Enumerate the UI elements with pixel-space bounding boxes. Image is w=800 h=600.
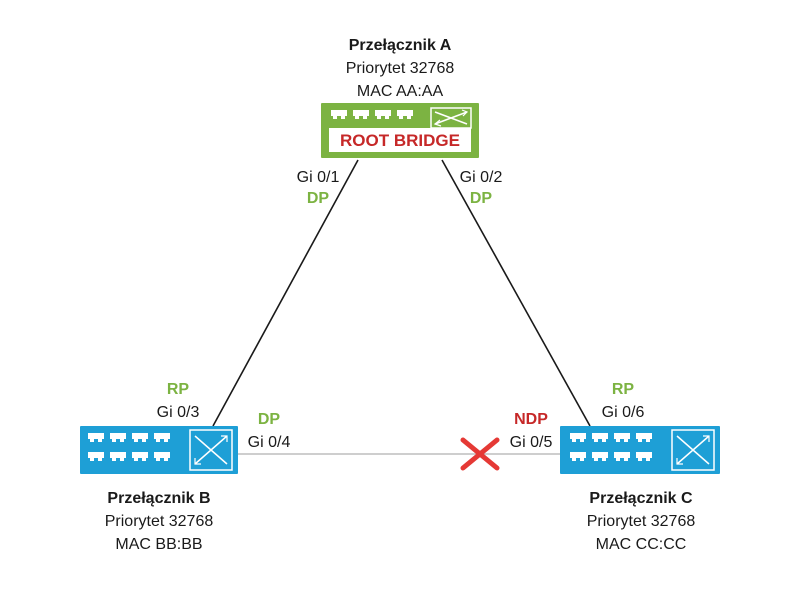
switch-b[interactable] <box>80 426 238 474</box>
link-a-c <box>441 159 591 427</box>
port-a-gi01-name: Gi 0/1 <box>297 169 340 186</box>
switch-b-mac: MAC BB:BB <box>115 536 202 553</box>
port-c-gi05-name: Gi 0/5 <box>510 434 553 451</box>
switch-a[interactable]: ROOT BRIDGE <box>321 103 479 158</box>
switch-c[interactable] <box>560 426 720 474</box>
port-b-gi04-name: Gi 0/4 <box>248 434 291 451</box>
root-bridge-badge: ROOT BRIDGE <box>340 131 460 150</box>
switch-a-name: Przełącznik A <box>349 37 452 54</box>
switch-b-name: Przełącznik B <box>107 490 210 507</box>
switch-c-priority: Priorytet 32768 <box>587 513 696 530</box>
port-a-gi02-role: DP <box>470 190 493 207</box>
blocked-x-icon <box>460 437 500 471</box>
switch-b-priority: Priorytet 32768 <box>105 513 214 530</box>
port-b-gi04-role: DP <box>258 411 281 428</box>
port-a-gi01-role: DP <box>307 190 330 207</box>
switch-icon <box>570 429 715 471</box>
port-c-gi06-role: RP <box>612 381 635 398</box>
switch-icon <box>88 429 233 471</box>
switch-a-mac: MAC AA:AA <box>357 83 444 100</box>
port-b-gi03-role: RP <box>167 381 190 398</box>
port-c-gi05-role: NDP <box>514 411 548 428</box>
port-a-gi02-name: Gi 0/2 <box>460 169 503 186</box>
port-b-gi03-name: Gi 0/3 <box>157 404 200 421</box>
switch-c-mac: MAC CC:CC <box>596 536 687 553</box>
link-a-b <box>212 159 359 427</box>
switch-a-priority: Priorytet 32768 <box>346 60 455 77</box>
port-c-gi06-name: Gi 0/6 <box>602 404 645 421</box>
switch-c-name: Przełącznik C <box>589 490 693 507</box>
